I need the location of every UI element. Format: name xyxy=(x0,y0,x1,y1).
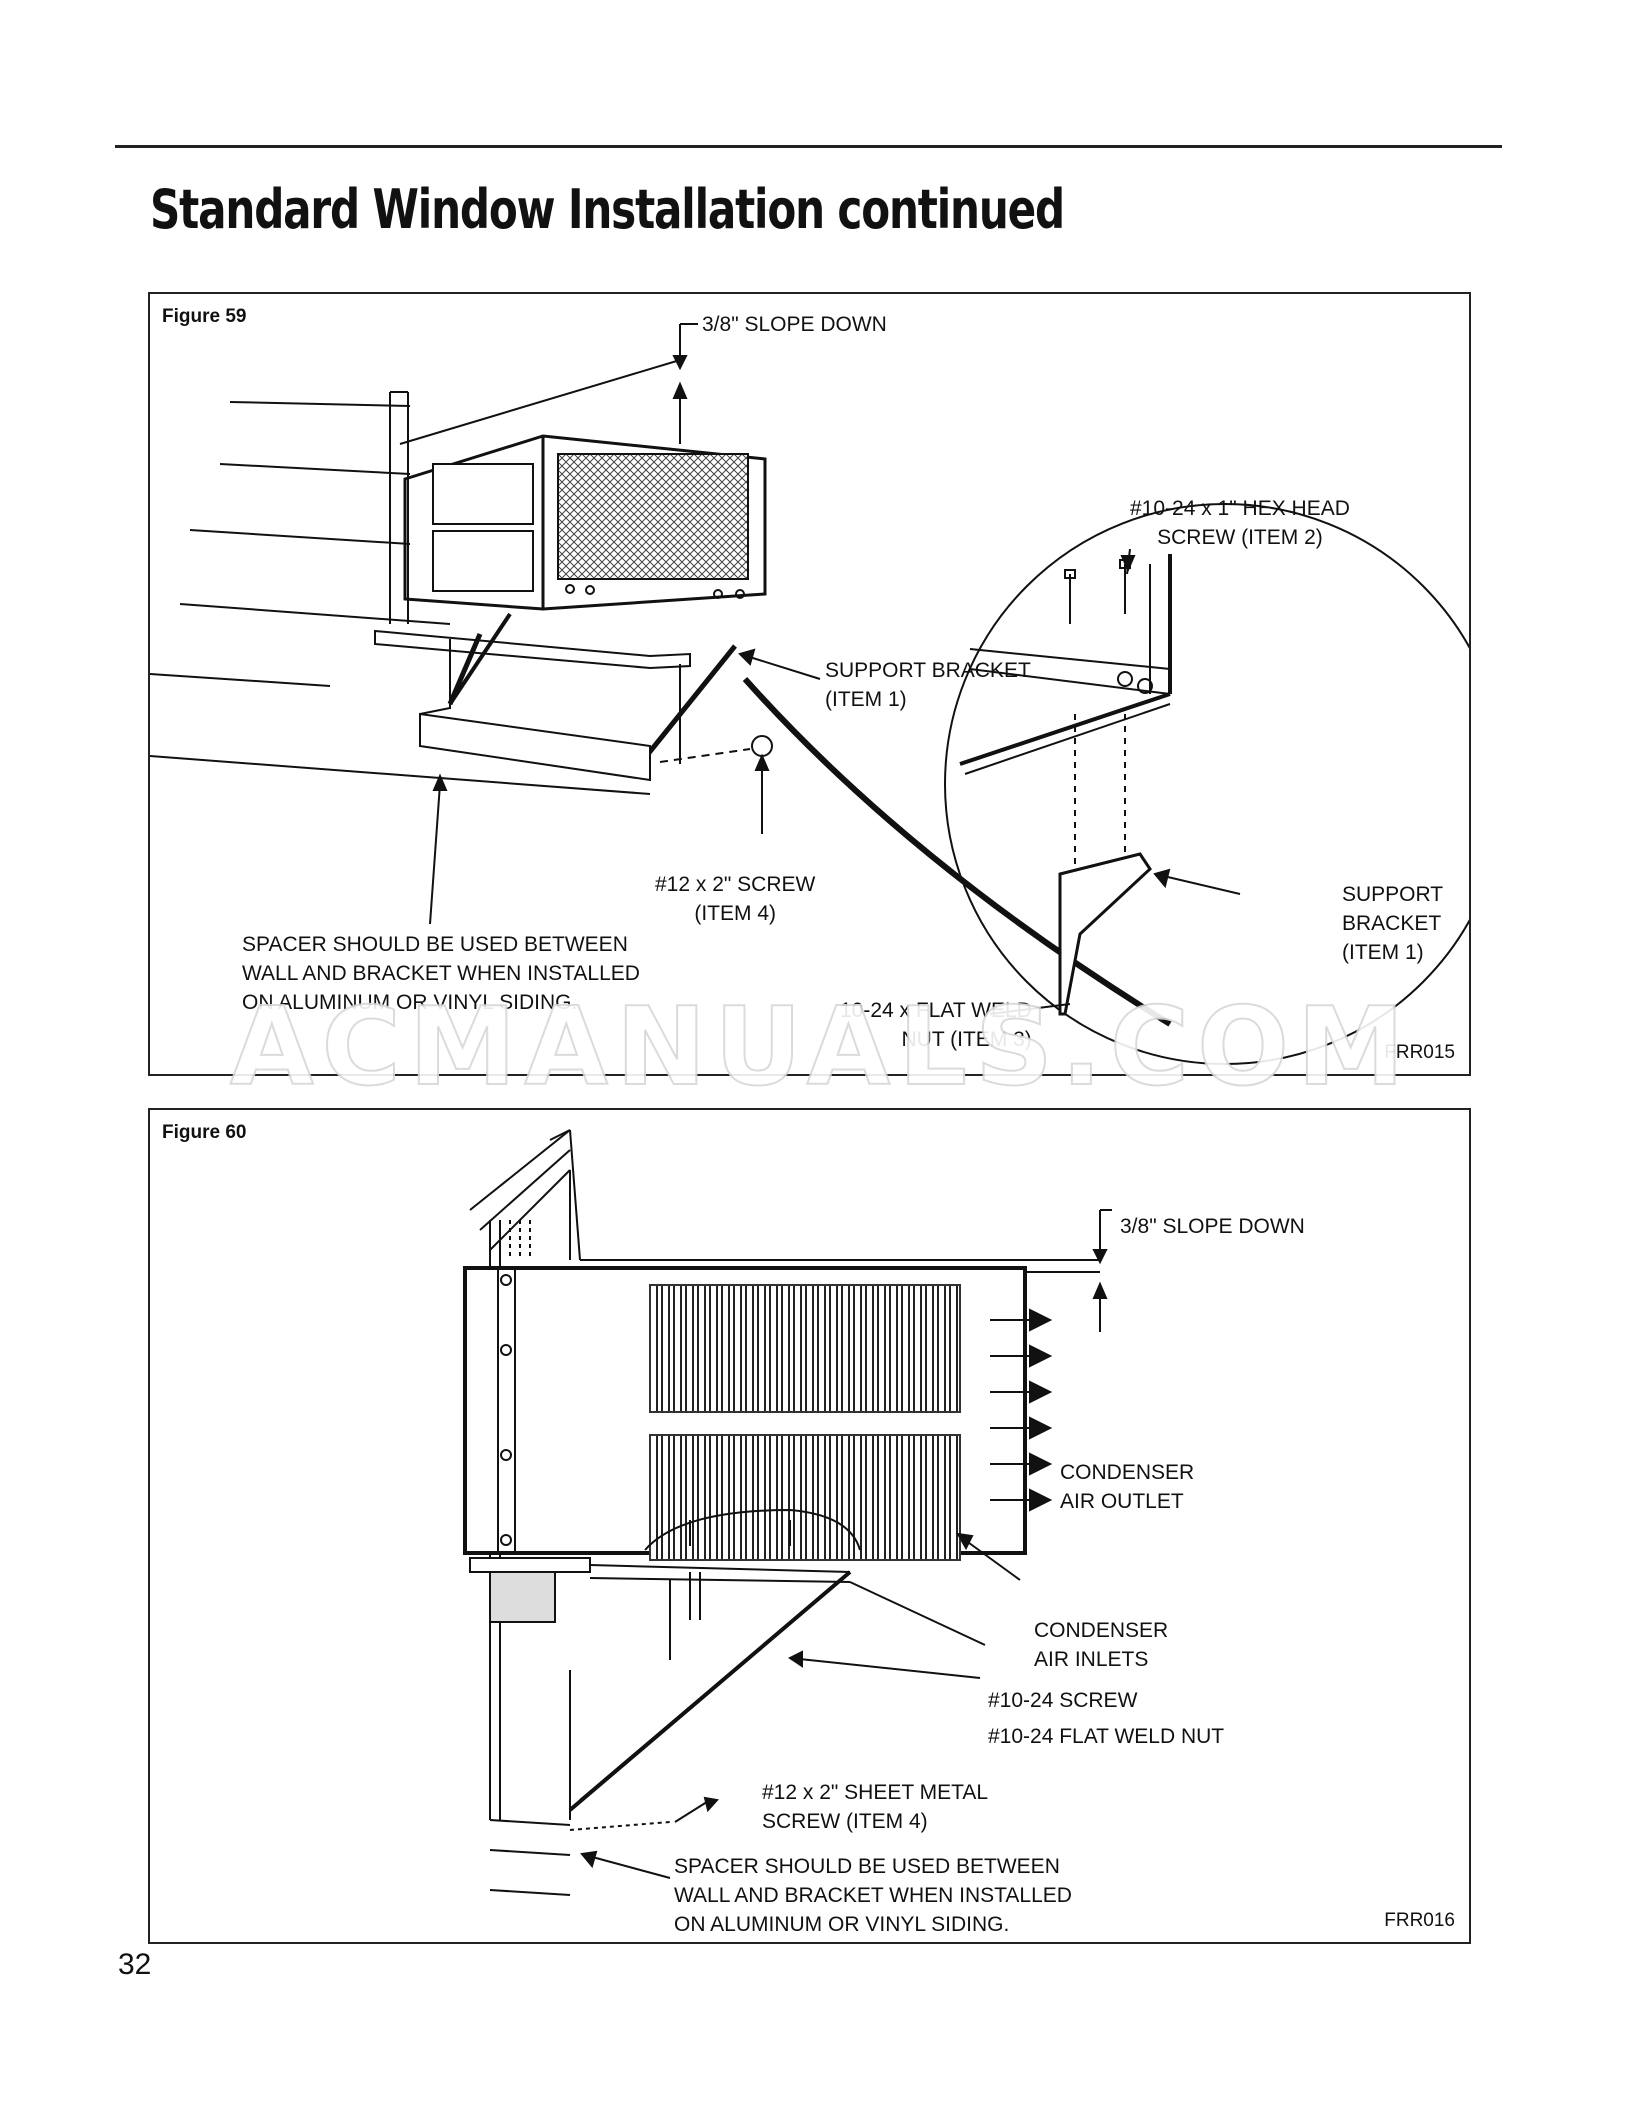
page-title: Standard Window Installation continued xyxy=(150,178,1065,241)
flat-weld-nut-label-60: #10-24 FLAT WELD NUT xyxy=(988,1725,1225,1748)
header-rule xyxy=(115,145,1502,148)
slope-down-label: 3/8" SLOPE DOWN xyxy=(702,313,887,336)
figure-59: Figure 59 3/8" SLOPE DOWN #10-24 x 1" HE… xyxy=(148,292,1471,1076)
support-bracket-label: SUPPORT BRACKET (ITEM 1) xyxy=(825,659,1031,711)
page-number: 32 xyxy=(118,1948,152,1981)
figure-59-label: Figure 59 xyxy=(162,306,247,327)
flat-weld-nut-label: 10-24 x FLAT WELD NUT (ITEM 3) xyxy=(840,999,1032,1051)
condenser-air-outlet-label: CONDENSER AIR OUTLET xyxy=(1060,1461,1195,1513)
condenser-air-inlets-label: CONDENSER AIR INLETS xyxy=(1034,1619,1169,1671)
watermark: ACMANUALS.COM xyxy=(229,984,1413,1111)
figure-59-code: FRR015 xyxy=(1384,1042,1455,1063)
spacer-note-60: SPACER SHOULD BE USED BETWEEN WALL AND B… xyxy=(674,1855,1072,1936)
figure-60: Figure 60 3/8" SLOPE DOWN CONDENSER AIR … xyxy=(148,1108,1471,1944)
spacer-note: SPACER SHOULD BE USED BETWEEN WALL AND B… xyxy=(242,933,640,1014)
support-bracket-detail-label: SUPPORT BRACKET (ITEM 1) xyxy=(1342,883,1444,964)
screw-12-label: #12 x 2" SCREW (ITEM 4) xyxy=(655,873,816,925)
figure-60-illustration xyxy=(463,1129,1112,1896)
figure-60-code: FRR016 xyxy=(1384,1910,1455,1931)
figure-60-label: Figure 60 xyxy=(162,1122,247,1143)
hex-head-screw-label: #10-24 x 1" HEX HEAD SCREW (ITEM 2) xyxy=(1130,497,1350,549)
slope-down-label-60: 3/8" SLOPE DOWN xyxy=(1120,1215,1305,1238)
screw-10-24-label: #10-24 SCREW xyxy=(988,1689,1138,1712)
sheet-metal-screw-label: #12 x 2" SHEET METAL SCREW (ITEM 4) xyxy=(762,1781,989,1833)
figure-59-illustration xyxy=(150,323,1469,1065)
